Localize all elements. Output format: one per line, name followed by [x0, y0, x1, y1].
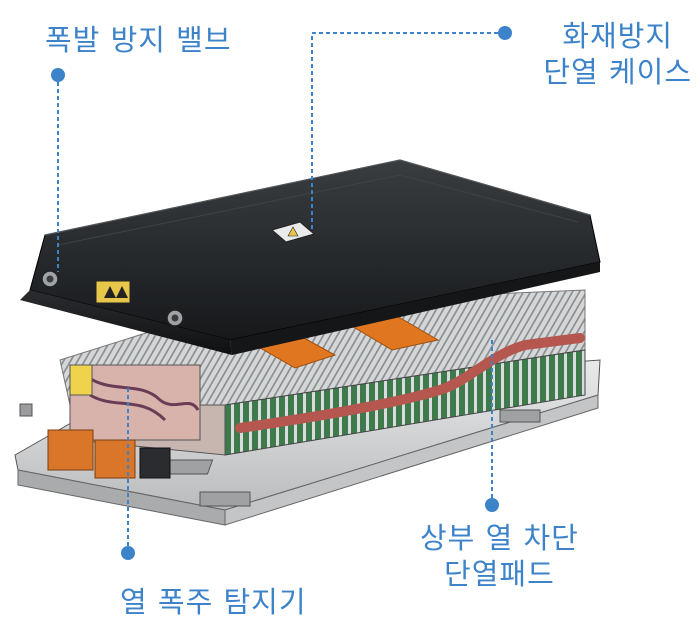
- callout-dot: [51, 68, 65, 82]
- hv-connectors: [47, 429, 171, 479]
- label-runaway-detector: 열 폭주 탐지기: [120, 585, 307, 619]
- callout-dot: [121, 546, 135, 560]
- explosion-proof-valve-icon: [41, 270, 59, 288]
- explosion-proof-valve-icon: [166, 309, 184, 327]
- callout-dot: [498, 26, 512, 40]
- fire-proof-case: [20, 159, 601, 355]
- label-explosion-valve: 폭발 방지 밸브: [45, 23, 232, 57]
- callout-dot: [485, 498, 499, 512]
- callout-dots: [51, 26, 512, 560]
- label-thermal-pad: 상부 열 차단 단열패드: [420, 520, 579, 592]
- label-fire-case-line2: 단열 케이스: [543, 55, 692, 89]
- label-thermal-pad-line2: 단열패드: [444, 557, 555, 591]
- bms-front-box: [69, 364, 201, 441]
- hazard-warning-sticker-icon: [270, 221, 316, 243]
- label-fire-case-line1: 화재방지: [562, 19, 674, 53]
- label-fire-case: 화재방지 단열 케이스: [543, 18, 692, 90]
- busbar: [235, 333, 585, 433]
- hazard-warning-sticker-icon: [95, 280, 131, 304]
- label-thermal-pad-line1: 상부 열 차단: [420, 521, 579, 555]
- leader-fire-case: [311, 32, 505, 230]
- callout-leaders: [57, 32, 505, 553]
